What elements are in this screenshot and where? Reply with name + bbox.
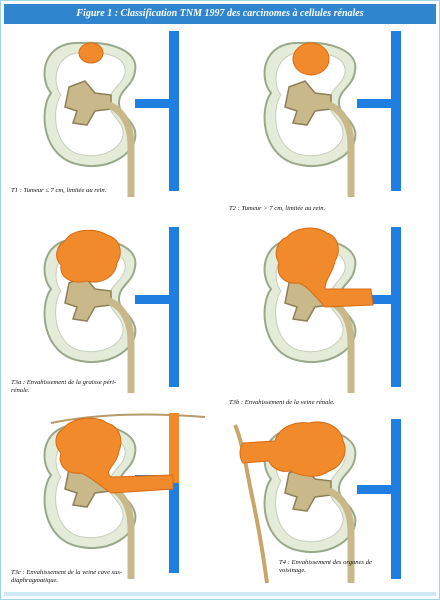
caption-t2: T2 : Tumeur > 7 cm, limitée au rein. [229,205,429,213]
t2-illustration [229,27,429,199]
caption-t3b: T3b : Envahissement de la veine rénale. [229,399,429,407]
renal-vein [357,485,395,494]
panel-t4: T4 : Envahissement des organes de voisin… [229,413,429,585]
caption-t3a: T3a : Envahissement de la graisse péri-r… [11,379,127,395]
vena-cava [169,227,179,387]
panel-t2: T2 : Tumeur > 7 cm, limitée au rein. [229,27,429,199]
figure-title: Figure 1 : Classification TNM 1997 des c… [4,4,436,24]
caption-t4: T4 : Envahissement des organes de voisin… [279,559,389,575]
panel-t3c: T3c : Envahissement de la veine cave sus… [11,413,211,585]
t3c-illustration [11,413,211,585]
tumor [79,43,103,63]
bottom-border [4,592,436,596]
t1-illustration [11,27,211,199]
vena-cava [391,419,401,579]
renal-vein [357,99,395,108]
tumor [293,43,329,75]
vena-cava [391,31,401,191]
tumor-thrombus-cava [169,413,179,483]
panel-t3b: T3b : Envahissement de la veine rénale. [229,223,429,395]
vena-cava [391,227,401,387]
vena-cava [169,31,179,191]
t3b-illustration [229,223,429,395]
panel-t3a: T3a : Envahissement de la graisse péri-r… [11,223,211,395]
tumor [57,230,121,282]
renal-vein [135,295,173,304]
renal-vein [135,99,173,108]
caption-t1: T1 : Tumeur ≤ 7 cm, limitée au rein. [11,187,211,195]
panel-t1: T1 : Tumeur ≤ 7 cm, limitée au rein. [11,27,211,199]
caption-t3c: T3c : Envahissement de la veine cave sus… [11,569,123,585]
tumor [240,422,345,476]
t3a-illustration [11,223,211,395]
